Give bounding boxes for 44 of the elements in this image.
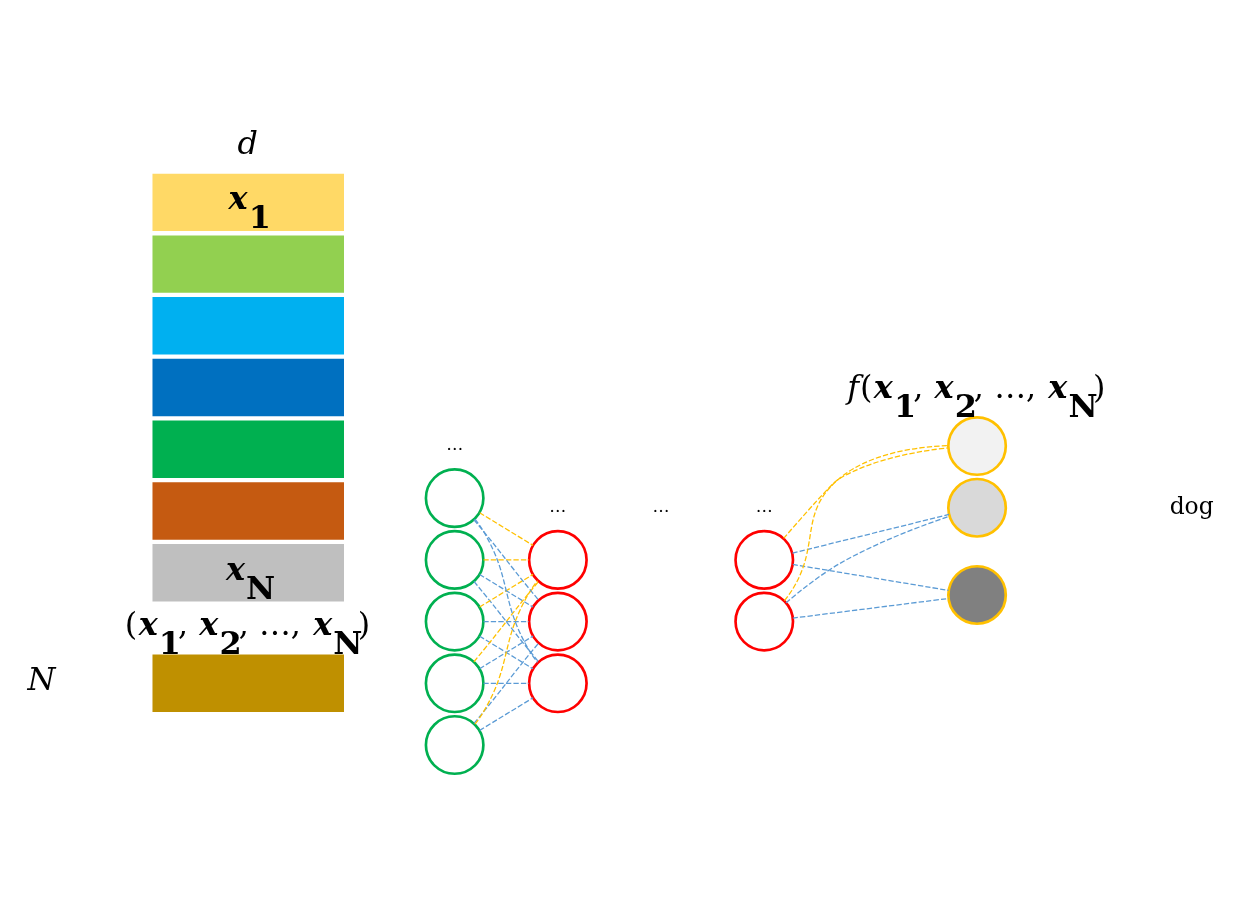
connector (785, 515, 950, 604)
label: … (755, 495, 773, 516)
node-bar (152, 358, 344, 417)
connector (482, 620, 530, 623)
label: … (652, 495, 670, 516)
connector (474, 580, 539, 725)
connector (482, 559, 530, 561)
connector (783, 447, 949, 540)
node-bar (152, 654, 344, 713)
node-bar (152, 482, 344, 540)
node-circle (424, 714, 485, 776)
node-circle (424, 591, 485, 652)
node-circle (527, 529, 588, 590)
node-circle (424, 653, 485, 714)
node-circle (424, 529, 485, 590)
connector (479, 635, 534, 670)
node-circle (527, 591, 588, 652)
connector (783, 445, 949, 602)
connector (473, 580, 540, 663)
connector (473, 642, 540, 725)
node-circle (527, 653, 588, 714)
label: d (237, 123, 259, 162)
node-bar (152, 235, 344, 293)
connector (474, 518, 539, 664)
connector (792, 597, 950, 619)
node-circle (734, 529, 795, 590)
connector (792, 563, 950, 592)
node-bar (152, 420, 344, 478)
connector (479, 512, 534, 546)
node-circle (424, 468, 485, 529)
connector (473, 519, 540, 601)
node-circle (947, 477, 1008, 538)
node-circle (947, 564, 1008, 626)
label: … (446, 434, 464, 455)
label: N (27, 660, 56, 699)
label: … (549, 495, 567, 516)
connector (479, 697, 534, 732)
node-bar (152, 297, 344, 355)
connector (482, 682, 530, 684)
node-circle (947, 416, 1008, 477)
node-circle (734, 591, 795, 652)
connector (479, 573, 534, 608)
connector (791, 513, 950, 554)
label: dog (1169, 491, 1214, 520)
